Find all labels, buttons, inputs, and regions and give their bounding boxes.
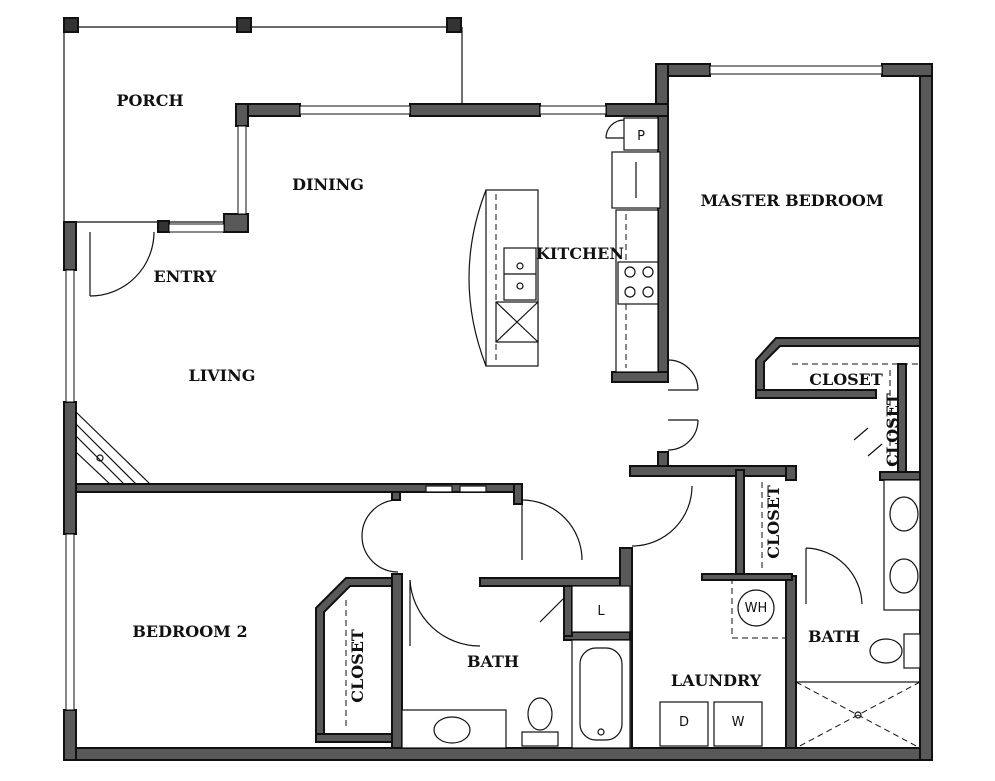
room-label-closet-master-a: CLOSET [809, 370, 883, 389]
room-label-dining: DINING [292, 175, 364, 194]
windows [65, 65, 883, 711]
closet-rods [345, 363, 920, 730]
room-label-closet-hall: CLOSET [764, 485, 783, 559]
room-label-master-bath: BATH [808, 627, 860, 646]
room-label-kitchen: KITCHEN [536, 244, 624, 263]
doors [89, 119, 883, 647]
room-labels: PORCH DINING KITCHEN MASTER BEDROOM ENTR… [116, 91, 902, 703]
pantry-label: P [637, 129, 645, 144]
fireplace [75, 410, 152, 485]
room-label-hall-bath: BATH [467, 652, 519, 671]
porch-structure [63, 17, 463, 233]
room-label-porch: PORCH [116, 91, 183, 110]
washer-label: W [732, 715, 745, 730]
room-label-living: LIVING [189, 366, 256, 385]
laundry-fixtures: D W WH [659, 579, 787, 747]
room-label-closet-master-b: CLOSET [883, 393, 902, 467]
hall-bath-fixtures: L [401, 585, 631, 749]
water-heater-label: WH [745, 601, 768, 616]
room-label-laundry: LAUNDRY [671, 671, 762, 690]
kitchen-fixtures: P [468, 117, 661, 373]
room-label-closet-bedroom-2: CLOSET [348, 629, 367, 703]
master-bath-fixtures [795, 479, 921, 749]
room-label-entry: ENTRY [154, 267, 218, 286]
linen-label: L [597, 604, 605, 619]
room-label-bedroom-2: BEDROOM 2 [132, 622, 247, 641]
room-label-master-bedroom: MASTER BEDROOM [700, 191, 883, 210]
dryer-label: D [679, 715, 689, 730]
